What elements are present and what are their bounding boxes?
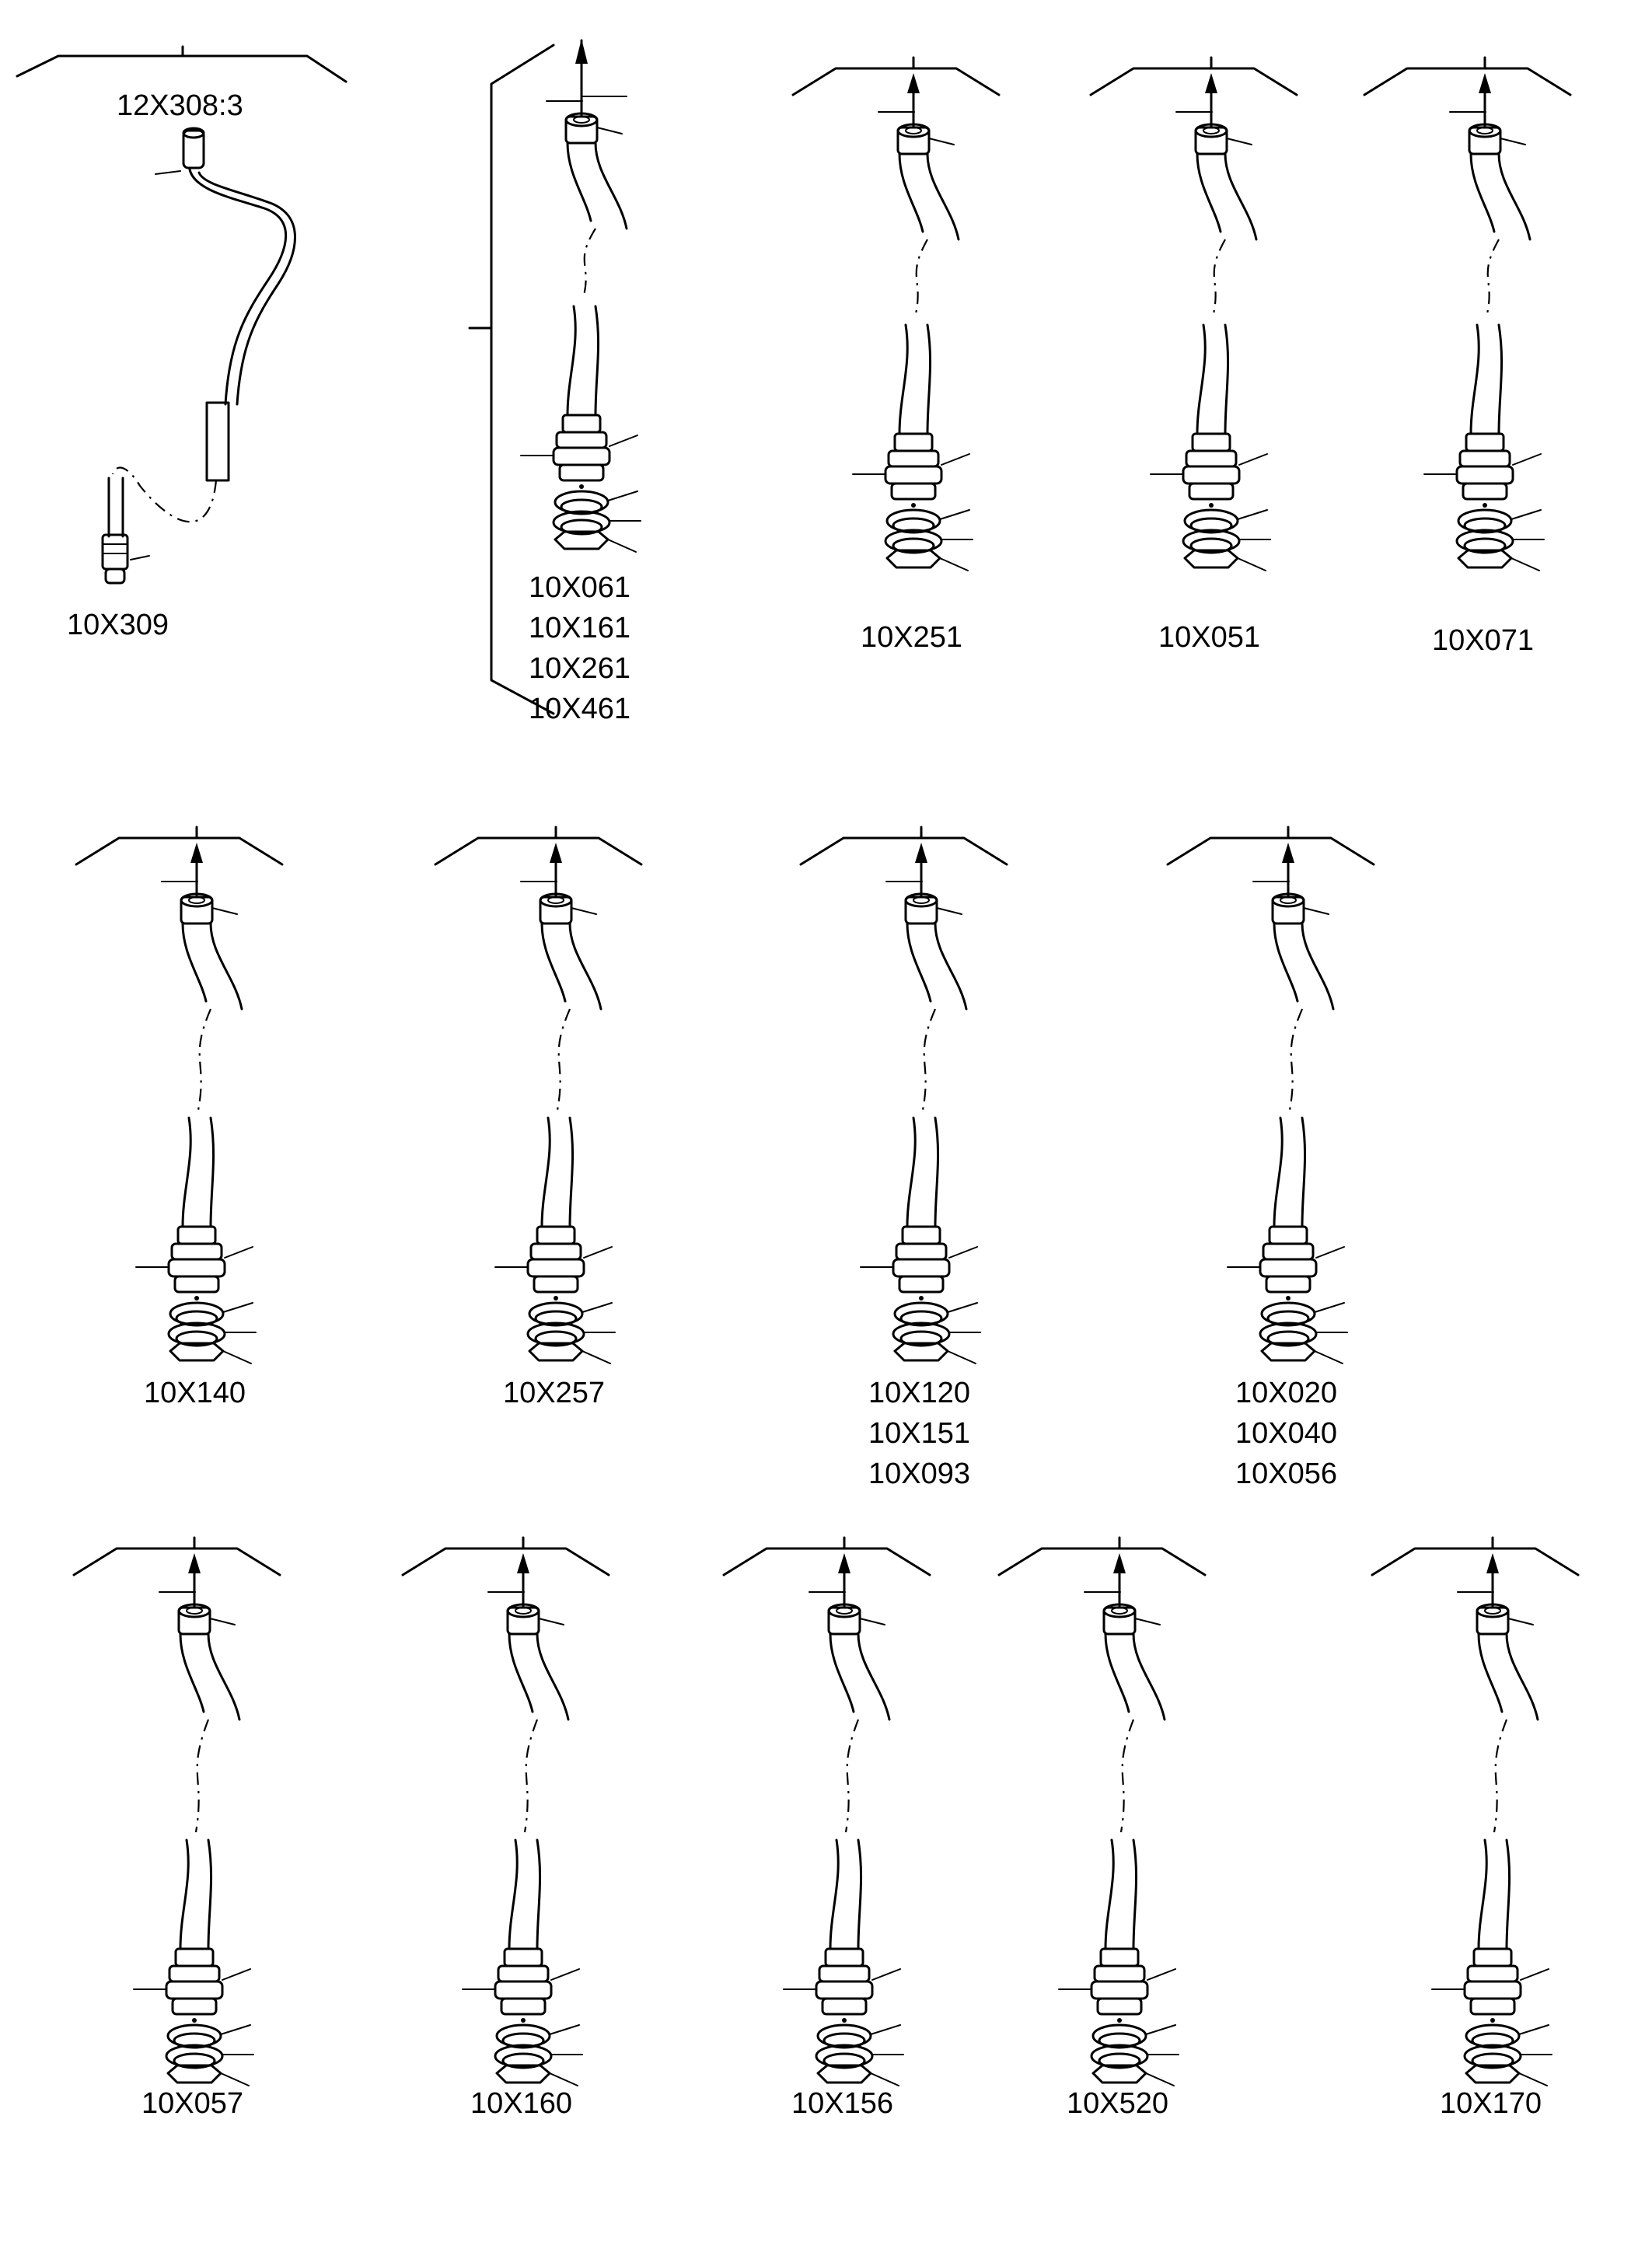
component-label: 10X061 [529,571,630,604]
hose-assembly: 10X251 [791,56,1001,654]
component-label: 10X057 [141,2087,243,2120]
component-label: 10X251 [861,621,962,654]
component-label: 10X261 [529,652,630,685]
component-label: 10X151 [868,1417,970,1450]
component-label: 10X161 [529,612,630,644]
component-label: 10X309 [67,609,169,641]
component-label: 10X020 [1235,1377,1337,1409]
hose-assembly: 10X020 10X040 10X056 [1166,826,1375,1490]
hose-assembly: 10X057 [72,1536,281,2120]
component-label: 10X140 [144,1377,246,1409]
hose-assembly: 10X061 10X161 10X261 10X461 [520,39,641,725]
component-label: 10X520 [1067,2087,1168,2120]
component-label: 10X120 [868,1377,970,1409]
top-connector-label: 12X308:3 [117,89,243,122]
hose-assembly: 10X140 [75,826,284,1409]
sensor-cable-component: 12X308:3 10X309 [16,45,348,641]
hose-assembly: 10X071 [1363,56,1572,657]
component-label: 10X170 [1440,2087,1542,2120]
hose-assembly: 10X160 [401,1536,610,2120]
hose-assembly: 10X257 [434,826,643,1409]
component-label: 10X040 [1235,1417,1337,1450]
component-label: 10X056 [1235,1458,1337,1490]
hose-assembly: 10X520 [997,1536,1207,2120]
component-label: 10X051 [1158,621,1260,654]
component-label: 10X093 [868,1458,970,1490]
hose-assembly: 10X051 [1089,56,1298,654]
hose-assembly: 10X170 [1371,1536,1580,2120]
component-label: 10X461 [529,693,630,725]
hose-assembly: 10X156 [722,1536,931,2120]
hose-assemblies: 10X061 10X161 10X261 10X461 10X251 10X051 10X0… [72,39,1580,2120]
hose-assembly: 10X120 10X151 10X093 [799,826,1008,1490]
component-label: 10X156 [791,2087,893,2120]
component-label: 10X071 [1432,624,1534,657]
component-label: 10X257 [503,1377,605,1409]
component-label: 10X160 [470,2087,572,2120]
